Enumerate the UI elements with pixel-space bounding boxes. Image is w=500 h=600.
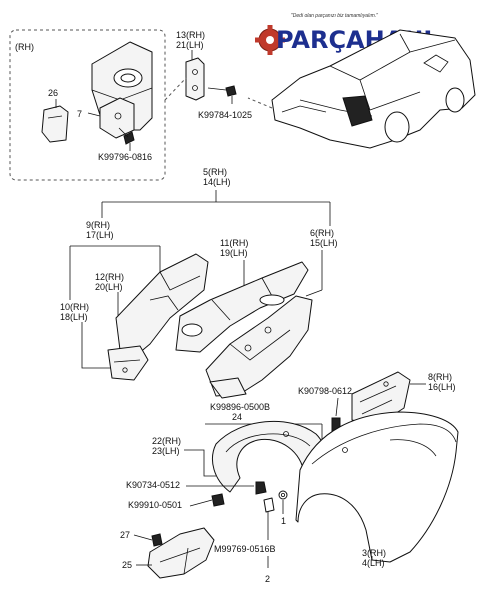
callout-21: 21(LH) bbox=[176, 40, 204, 50]
callout-17: 17(LH) bbox=[86, 230, 114, 240]
callout-25: 25 bbox=[122, 560, 132, 570]
callout-22: 22(RH) bbox=[152, 436, 181, 446]
fender-group: 8(RH) 16(LH) K90798-0612 K99896-0500B 24… bbox=[120, 371, 459, 584]
part-number-m99769: M99769-0516B bbox=[214, 544, 276, 554]
callout-6: 6(RH) bbox=[310, 228, 334, 238]
callout-5: 5(RH) bbox=[203, 167, 227, 177]
side-member-structure: 5(RH) 14(LH) 9(RH) 17(LH) 12(RH) 20(LH) … bbox=[60, 167, 338, 399]
part-number-k99910: K99910-0501 bbox=[128, 500, 182, 510]
gear-icon bbox=[255, 25, 285, 55]
callout-2: 2 bbox=[265, 574, 270, 584]
callout-13: 13(RH) bbox=[176, 30, 205, 40]
callout-4: 4(LH) bbox=[362, 558, 385, 568]
callout-20: 20(LH) bbox=[95, 282, 123, 292]
callout-15: 15(LH) bbox=[310, 238, 338, 248]
callout-9: 9(RH) bbox=[86, 220, 110, 230]
callout-12: 12(RH) bbox=[95, 272, 124, 282]
callout-11: 11(RH) bbox=[220, 238, 248, 248]
callout-27: 27 bbox=[120, 530, 130, 540]
part-number-k90798: K90798-0612 bbox=[298, 386, 352, 396]
callout-7: 7 bbox=[77, 109, 82, 119]
car-illustration bbox=[271, 29, 476, 149]
callout-23: 23(LH) bbox=[152, 446, 180, 456]
part-number-k99896: K99896-0500B bbox=[210, 402, 270, 412]
bracket-group: 13(RH) 21(LH) K99784-1025 bbox=[176, 30, 252, 120]
part-number-k99784: K99784-1025 bbox=[198, 110, 252, 120]
callout-10: 10(RH) bbox=[60, 302, 89, 312]
callout-19: 19(LH) bbox=[220, 248, 248, 258]
logo-tagline: "Dedi olan parçanızı biz tamamlıyalım." bbox=[291, 13, 378, 19]
callout-3: 3(RH) bbox=[362, 548, 386, 558]
part-number-k99796: K99796-0816 bbox=[98, 152, 152, 162]
callout-24: 24 bbox=[232, 412, 242, 422]
callout-14: 14(LH) bbox=[203, 177, 231, 187]
inset-side-label: (RH) bbox=[15, 42, 34, 52]
callout-16: 16(LH) bbox=[428, 382, 456, 392]
callout-26: 26 bbox=[48, 88, 58, 98]
callout-8: 8(RH) bbox=[428, 372, 452, 382]
part-number-k90734: K90734-0512 bbox=[126, 480, 180, 490]
callout-18: 18(LH) bbox=[60, 312, 88, 322]
callout-1: 1 bbox=[281, 516, 286, 526]
inset-box: (RH) 26 7 K99796-0816 bbox=[9, 29, 166, 181]
